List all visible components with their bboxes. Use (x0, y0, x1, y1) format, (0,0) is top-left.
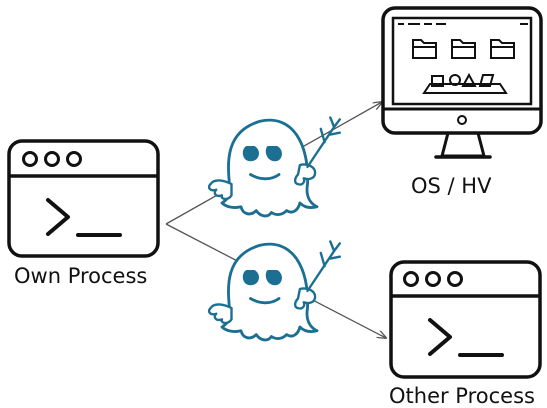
other-process-label: Other Process (389, 384, 535, 408)
folder-icon (490, 39, 515, 59)
os-hv-label: OS / HV (411, 174, 492, 198)
os-hv-monitor-icon (381, 6, 543, 159)
folder-icon (412, 39, 437, 59)
dock-icon (422, 72, 508, 94)
spectre-ghost-icon (207, 116, 342, 218)
own-process-label: Own Process (14, 264, 148, 288)
folder-icon (451, 39, 476, 59)
own-process-terminal-window-icon (7, 139, 160, 258)
other-process-terminal-window-icon (389, 260, 542, 379)
